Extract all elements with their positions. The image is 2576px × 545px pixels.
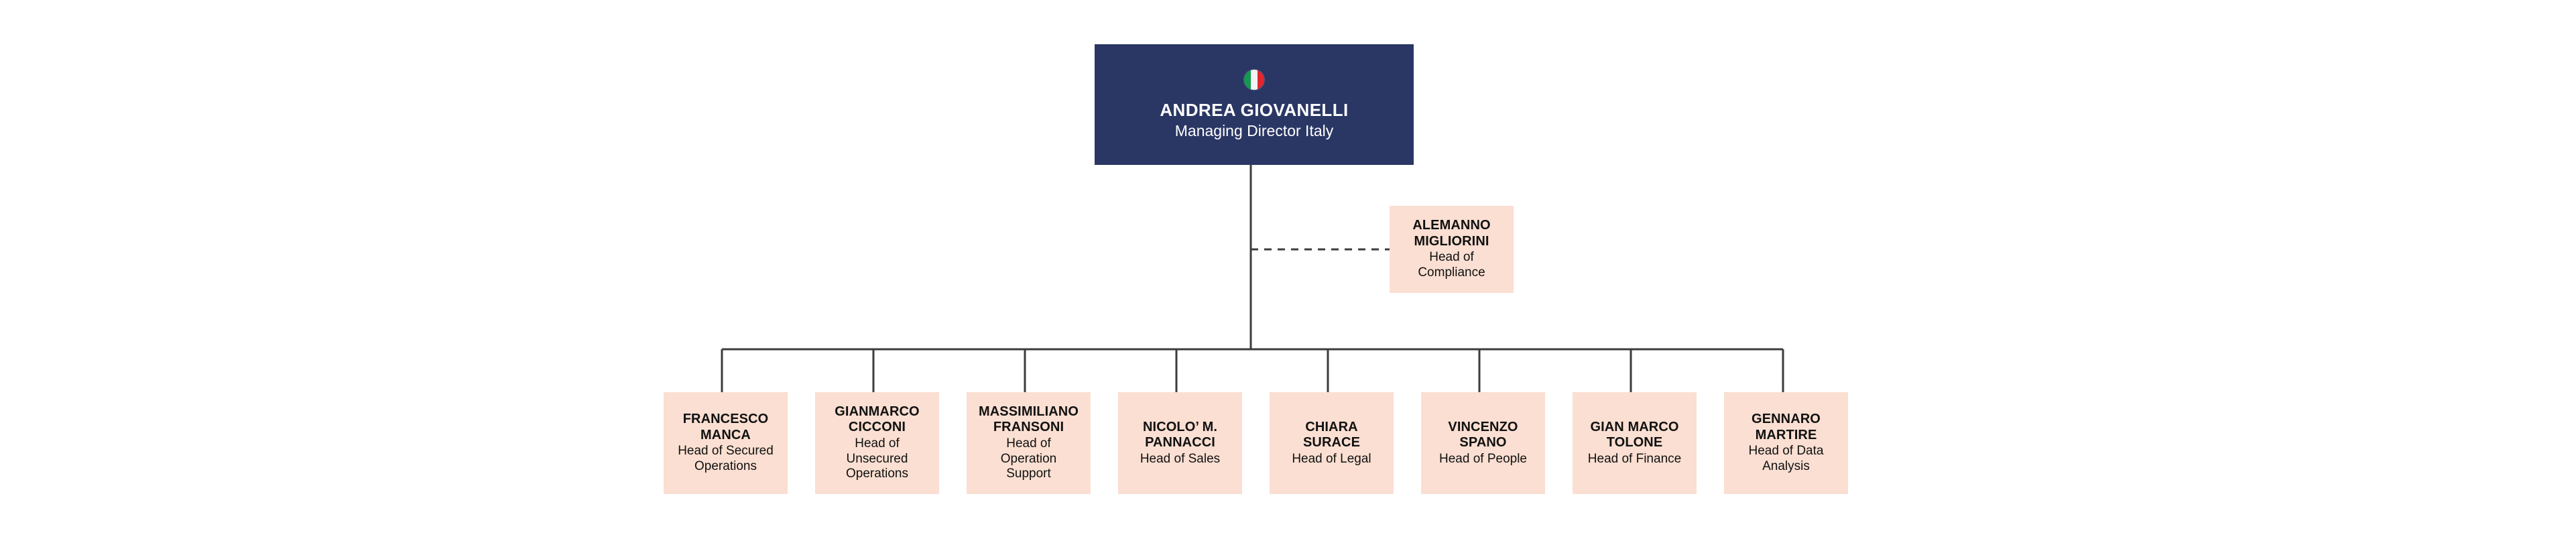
node-report-title: Head of Unsecured Operations bbox=[846, 436, 908, 481]
node-report-name: GIAN MARCO TOLONE bbox=[1590, 419, 1679, 450]
node-root-name: ANDREA GIOVANELLI bbox=[1160, 99, 1349, 120]
node-report-title: Head of People bbox=[1439, 451, 1527, 466]
node-report-name: MASSIMILIANO FRANSONI bbox=[979, 404, 1079, 435]
node-staff-compliance-title: Head of Compliance bbox=[1418, 250, 1485, 280]
node-report-massimiliano-fransoni[interactable]: MASSIMILIANO FRANSONI Head of Operation … bbox=[967, 392, 1091, 494]
node-staff-compliance-name: ALEMANNO MIGLIORINI bbox=[1412, 218, 1491, 249]
node-report-name: CHIARA SURACE bbox=[1302, 419, 1361, 450]
node-root[interactable]: ANDREA GIOVANELLI Managing Director Ital… bbox=[1095, 44, 1414, 165]
node-report-gennaro-martire[interactable]: GENNARO MARTIRE Head of Data Analysis bbox=[1724, 392, 1848, 494]
italy-flag-icon bbox=[1244, 69, 1264, 90]
node-report-title: Head of Sales bbox=[1140, 451, 1221, 466]
node-report-gian-marco-tolone[interactable]: GIAN MARCO TOLONE Head of Finance bbox=[1573, 392, 1697, 494]
node-report-title: Head of Operation Support bbox=[1000, 436, 1057, 481]
node-report-title: Head of Secured Operations bbox=[678, 444, 774, 474]
node-report-name: GENNARO MARTIRE bbox=[1752, 412, 1821, 442]
node-report-vincenzo-spano[interactable]: VINCENZO SPANO Head of People bbox=[1421, 392, 1545, 494]
node-report-title: Head of Finance bbox=[1587, 451, 1682, 466]
node-report-title: Head of Data Analysis bbox=[1748, 444, 1824, 474]
node-report-nicolo-pannacci[interactable]: NICOLO’ M. PANNACCI Head of Sales bbox=[1118, 392, 1242, 494]
node-report-francesco-manca[interactable]: FRANCESCO MANCA Head of Secured Operatio… bbox=[664, 392, 788, 494]
node-report-title: Head of Legal bbox=[1292, 451, 1371, 466]
node-report-name: NICOLO’ M. PANNACCI bbox=[1143, 419, 1217, 450]
node-report-gianmarco-cicconi[interactable]: GIANMARCO CICCONI Head of Unsecured Oper… bbox=[815, 392, 939, 494]
node-staff-compliance[interactable]: ALEMANNO MIGLIORINI Head of Compliance bbox=[1390, 206, 1514, 293]
node-report-name: GIANMARCO CICCONI bbox=[835, 404, 920, 435]
node-root-title: Managing Director Italy bbox=[1174, 121, 1334, 139]
node-report-name: FRANCESCO MANCA bbox=[682, 412, 769, 442]
node-report-name: VINCENZO SPANO bbox=[1448, 419, 1518, 450]
node-report-chiara-surace[interactable]: CHIARA SURACE Head of Legal bbox=[1270, 392, 1394, 494]
